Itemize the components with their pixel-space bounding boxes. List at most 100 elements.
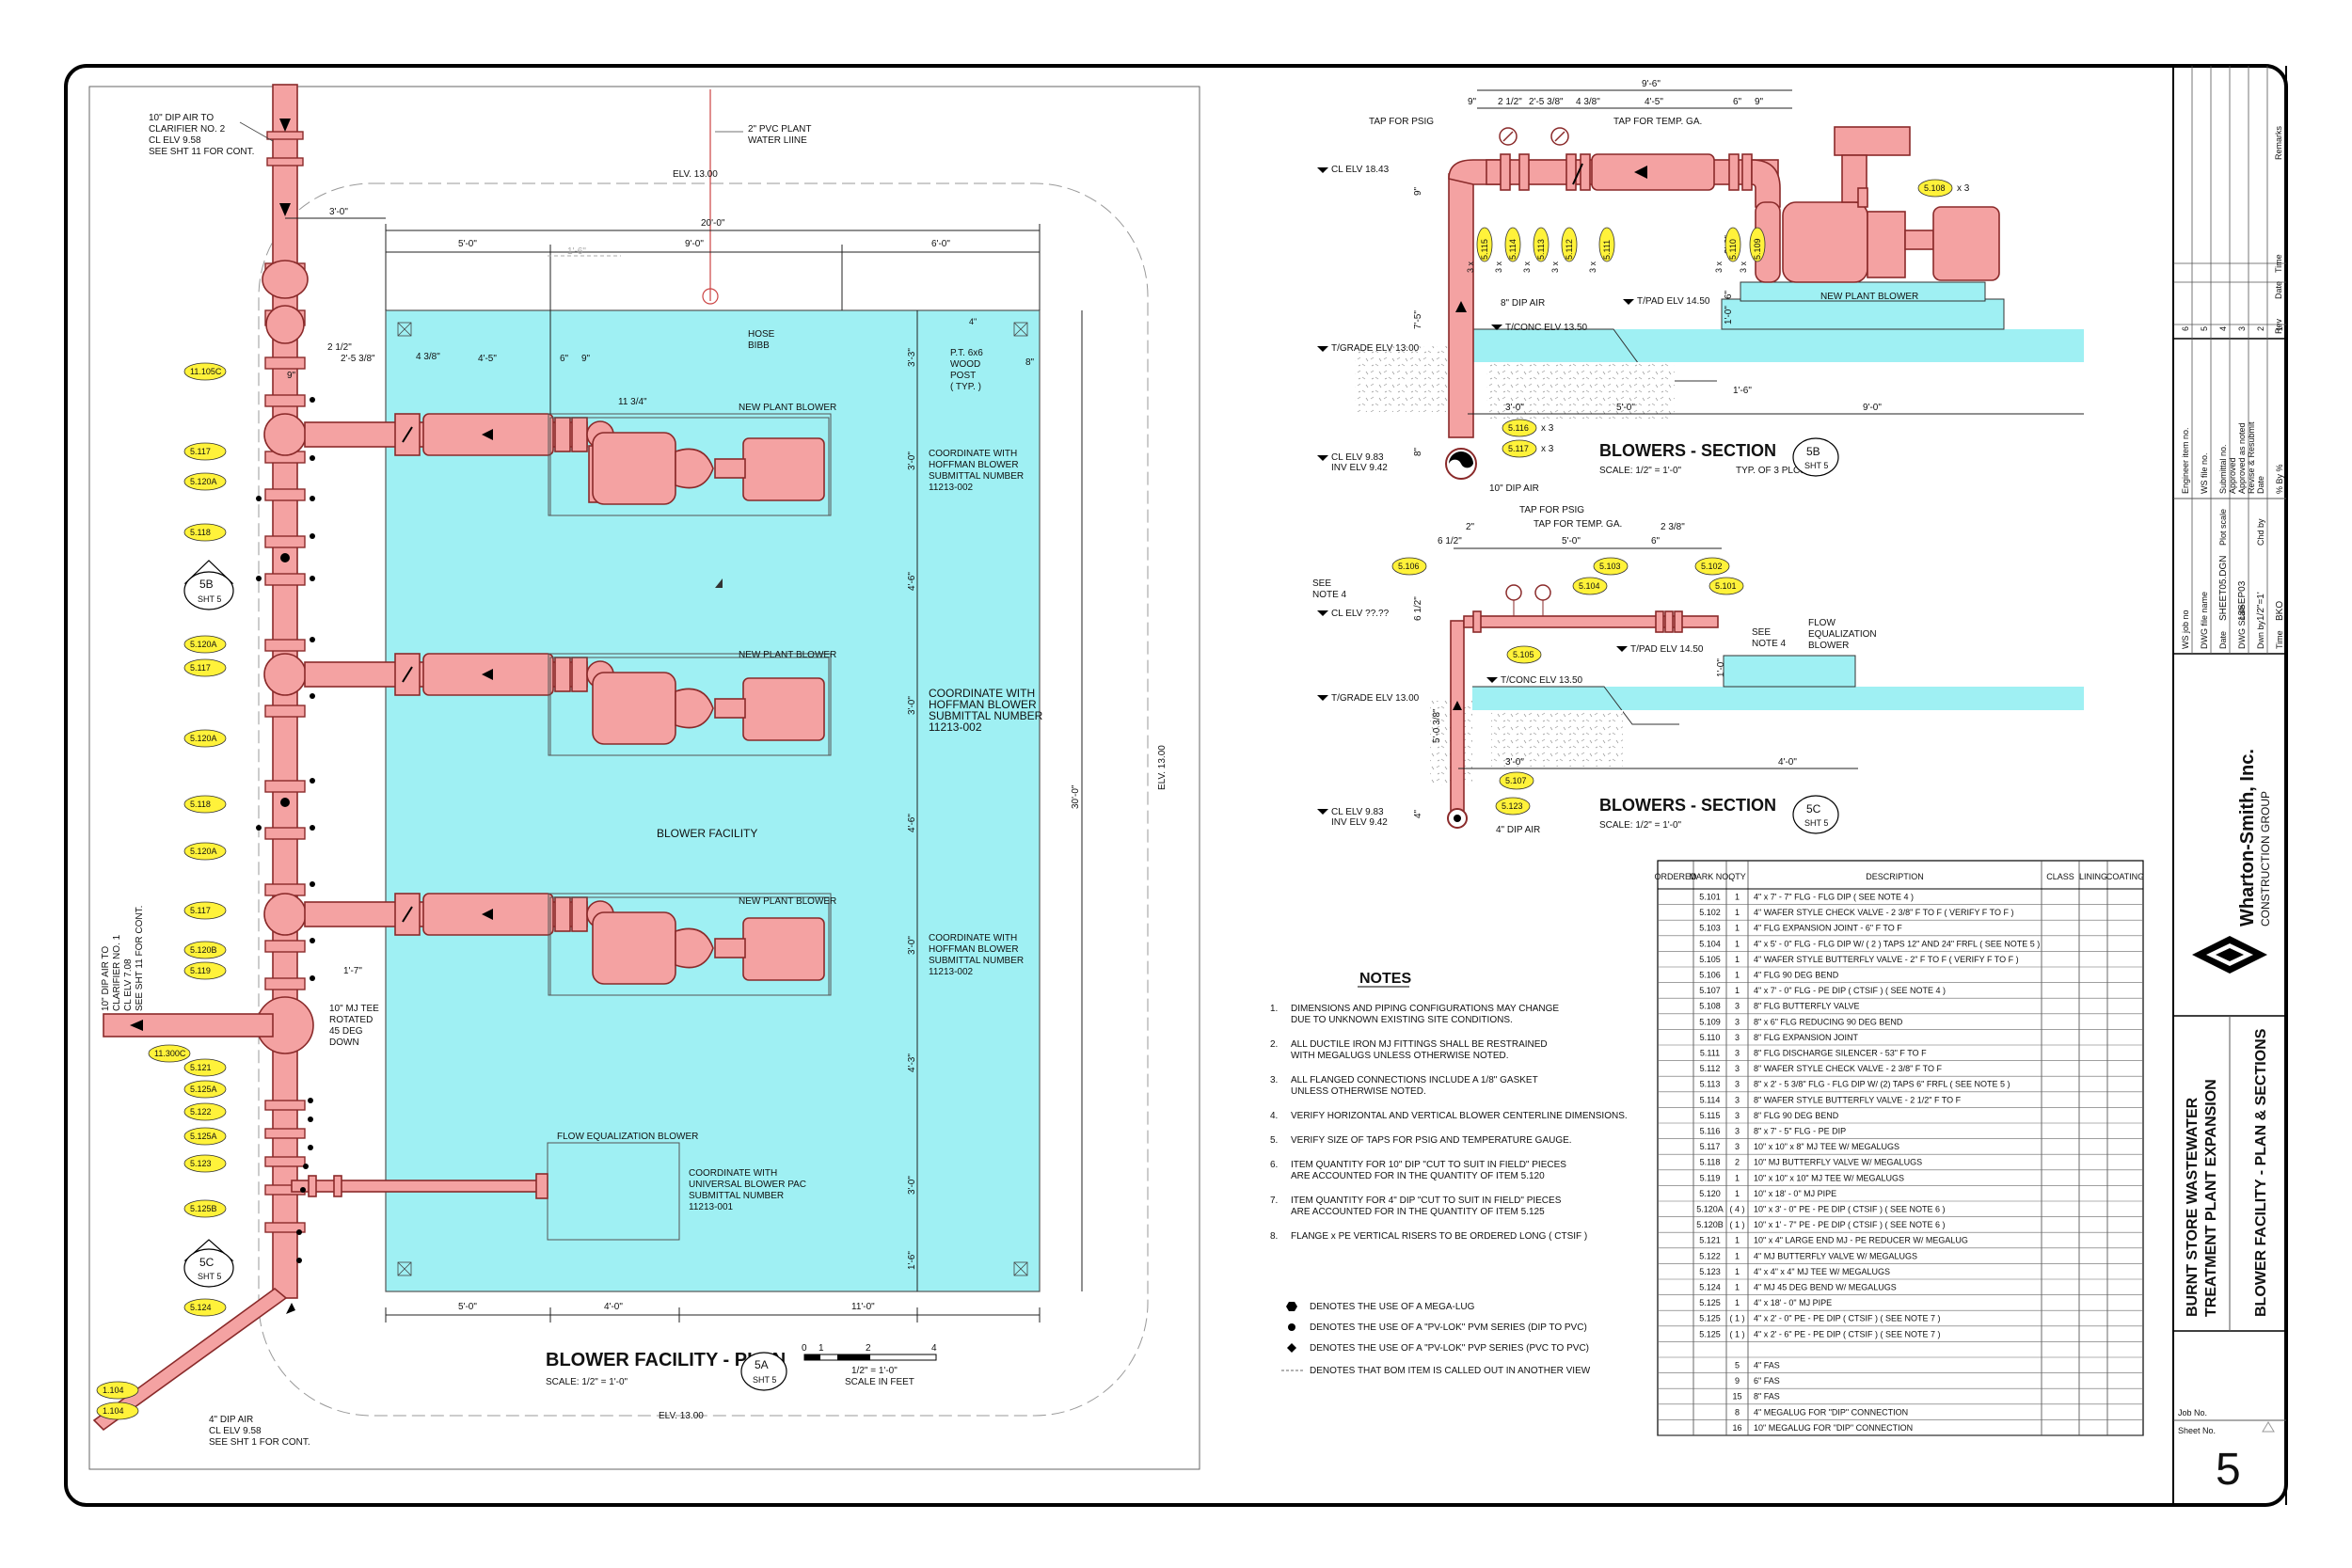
tb-approval-field: % By % <box>2275 464 2284 494</box>
item-tag: 5.117 <box>183 442 227 461</box>
svg-text:HOSE: HOSE <box>748 329 775 340</box>
svg-text:5.102: 5.102 <box>1701 562 1723 571</box>
flow-eq-pad <box>1723 655 1856 688</box>
tb-field-label: Plot scale <box>2218 509 2228 546</box>
item-tag: 5.124 <box>183 1298 227 1317</box>
bom-header: DESCRIPTION <box>1866 872 1924 881</box>
item-tag: 1.104 <box>96 1402 139 1420</box>
tb-field-label: Dwn by <box>2256 620 2265 649</box>
svg-text:SHT 5: SHT 5 <box>1804 818 1828 828</box>
item-tag: 5.123 <box>183 1154 227 1173</box>
bom-description: 4" x 7' - 0" FLG - PE DIP ( CTSIF ) ( SE… <box>1754 986 1946 995</box>
svg-text:9": 9" <box>1468 97 1477 107</box>
svg-text:3'-0": 3'-0" <box>907 1176 917 1195</box>
bom-description: 4" MJ BUTTERFLY VALVE W/ MEGALUGS <box>1754 1251 1917 1260</box>
svg-text:5.110: 5.110 <box>1728 239 1738 260</box>
svg-text:3 x: 3 x <box>1588 261 1597 273</box>
svg-text:6": 6" <box>1651 536 1661 546</box>
svg-text:3'-0": 3'-0" <box>907 936 917 955</box>
svg-text:6'-0": 6'-0" <box>931 239 950 249</box>
svg-text:5.120A: 5.120A <box>190 640 217 649</box>
item-tag: 5.102 <box>1694 557 1730 576</box>
wharton-smith-logo <box>2192 936 2267 974</box>
svg-text:0: 0 <box>802 1343 807 1354</box>
svg-text:3 x: 3 x <box>1714 261 1724 273</box>
bom-mark: 5.124 <box>1699 1283 1721 1292</box>
bom-description: 8" x 2' - 5 3/8" FLG - FLG DIP W/ (2) TA… <box>1754 1080 2010 1089</box>
bom-description: 8" WAFER STYLE BUTTERFLY VALVE - 2 1/2" … <box>1754 1095 1962 1104</box>
svg-text:CL ELV 7.08: CL ELV 7.08 <box>123 958 134 1011</box>
svg-text:10" DIP AIR: 10" DIP AIR <box>1489 483 1539 494</box>
bom-mark: 5.116 <box>1700 1127 1721 1136</box>
plan-dimensions: 20'-0" 5'-0" 9'-0" 6'-0" 3'-0" 2 1/2" 2'… <box>285 207 1083 1323</box>
bom-mark: 5.105 <box>1699 955 1721 964</box>
svg-text:1/2"=1': 1/2"=1' <box>2256 592 2266 621</box>
section-marker-5b[interactable]: 5B SHT 5 <box>183 560 234 610</box>
bom-description: 8" FAS <box>1754 1392 1780 1402</box>
tb-approval-field: Approved as noted <box>2237 422 2247 494</box>
svg-text:ROTATED: ROTATED <box>329 1015 373 1025</box>
item-tag: 5.125A <box>183 1080 227 1099</box>
svg-text:5.113: 5.113 <box>1536 239 1546 260</box>
bom-mark: 5.118 <box>1700 1158 1721 1167</box>
svg-text:5.121: 5.121 <box>190 1063 212 1072</box>
bom-description: 4" x 5' - 0" FLG - FLG DIP W/ ( 2 ) TAPS… <box>1754 939 2040 948</box>
svg-text:2 3/8": 2 3/8" <box>1661 522 1685 532</box>
bom-qty: 8 <box>1735 1407 1740 1417</box>
svg-text:x 3: x 3 <box>1541 444 1554 454</box>
svg-text:11.300C: 11.300C <box>154 1049 186 1058</box>
svg-text:5.105: 5.105 <box>1513 650 1534 659</box>
general-notes: NOTES 1.DIMENSIONS AND PIPING CONFIGURAT… <box>1270 971 1628 1376</box>
bom-mark: 5.125 <box>1699 1314 1721 1323</box>
bom-qty: 1 <box>1735 1236 1740 1245</box>
bom-description: 4" WAFER STYLE CHECK VALVE - 2 3/8" F TO… <box>1754 908 2013 917</box>
tb-approval-field: Date <box>2256 476 2265 494</box>
item-tag: 1.104 <box>96 1381 139 1400</box>
bom-header: COATING <box>2106 872 2144 881</box>
svg-text:3 x: 3 x <box>1494 261 1503 273</box>
svg-text:HOFFMAN BLOWER: HOFFMAN BLOWER <box>929 944 1019 955</box>
section-marker-5c[interactable]: 5C SHT 5 <box>183 1239 234 1288</box>
bom-qty: 2 <box>1735 1158 1740 1167</box>
svg-text:5.112: 5.112 <box>1565 239 1574 260</box>
vertical-item-tag: 5.110 3 x <box>1714 227 1741 273</box>
bom-qty: ( 4 ) <box>1729 1205 1744 1214</box>
svg-text:SEE SHT 11 FOR CONT.: SEE SHT 11 FOR CONT. <box>135 906 145 1011</box>
bom-qty: 3 <box>1735 1142 1740 1151</box>
plan-title-block: BLOWER FACILITY - PLAN SCALE: 1/2" = 1'-… <box>546 1343 937 1391</box>
bom-description: 4" MJ 45 DEG BEND W/ MEGALUGS <box>1754 1283 1897 1292</box>
item-tag: 5.120A <box>183 635 227 654</box>
note-number: 1. <box>1270 1004 1278 1014</box>
tb-field-label: Date <box>2218 631 2228 649</box>
bom-header: CLASS <box>2046 872 2074 881</box>
bom-mark: 5.117 <box>1700 1142 1721 1151</box>
svg-text:5.118: 5.118 <box>190 800 211 809</box>
bom-qty: 3 <box>1735 1002 1740 1011</box>
svg-text:SHT 5: SHT 5 <box>198 1272 221 1281</box>
bom-qty: 1 <box>1735 939 1740 948</box>
svg-text:CL ELV 9.83: CL ELV 9.83 <box>1331 452 1384 463</box>
svg-text:3'-0": 3'-0" <box>907 451 917 470</box>
bom-description: 10" x 3' - 0" PE - PE DIP ( CTSIF ) ( SE… <box>1754 1205 1945 1214</box>
elv-top: ELV. 13.00 <box>673 169 718 180</box>
svg-text:2 1/2": 2 1/2" <box>327 342 352 353</box>
svg-text:T/PAD ELV 14.50: T/PAD ELV 14.50 <box>1637 296 1710 307</box>
bom-description: 4" x 2' - 6" PE - PE DIP ( CTSIF ) ( SEE… <box>1754 1329 1940 1338</box>
item-tag: 5.117 <box>183 901 227 920</box>
bom-qty: 1 <box>1735 1173 1740 1182</box>
svg-text:SUBMITTAL NUMBER: SUBMITTAL NUMBER <box>929 956 1024 966</box>
svg-text:2 1/2": 2 1/2" <box>1498 97 1522 107</box>
svg-text:9": 9" <box>581 354 591 364</box>
note-line: UNLESS OTHERWISE NOTED. <box>1291 1086 1426 1097</box>
svg-text:5.117: 5.117 <box>1508 444 1529 453</box>
bom-qty: 3 <box>1735 1017 1740 1026</box>
plan-item-tags: 11.105C5.1175.120A5.1185.120A5.1175.120A… <box>96 362 227 1420</box>
bom-qty: 1 <box>1735 924 1740 933</box>
note-number: 5. <box>1270 1135 1278 1146</box>
blower-facility-slab <box>385 309 1041 1292</box>
svg-text:1'-6": 1'-6" <box>1733 386 1752 396</box>
svg-text:11.105C: 11.105C <box>190 367 222 376</box>
svg-text:5.104: 5.104 <box>1579 581 1600 591</box>
note-line: ALL DUCTILE IRON MJ FITTINGS SHALL BE RE… <box>1291 1039 1548 1050</box>
